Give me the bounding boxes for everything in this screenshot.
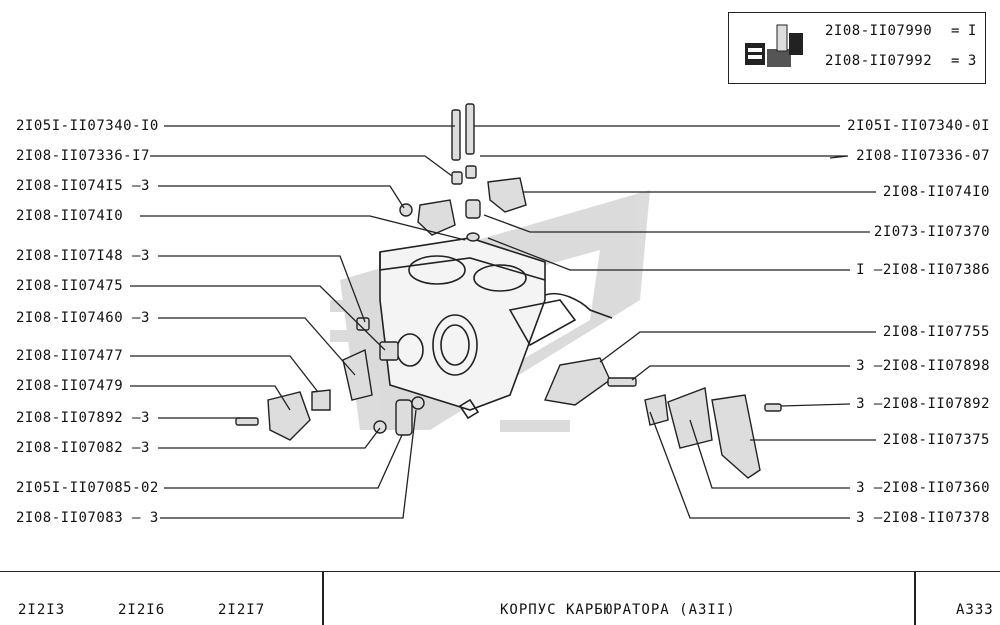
exploded-diagram [130, 103, 876, 519]
part-label-left: 2I08-II07460 —3 [16, 310, 150, 326]
part-label-right: 3 —2I08-II07360 [856, 480, 990, 496]
part-label-right: 2I08-II07755 [882, 324, 990, 340]
part-label-left: 2I08-II074I5 —3 [16, 178, 150, 194]
kit-code-2: 2I08-II07992 [825, 53, 933, 69]
kit-code-1: 2I08-II07990 [825, 23, 933, 39]
part-label-right: 2I08-II074I0 [882, 184, 990, 200]
model-code: 2I2I3 [18, 602, 66, 618]
part-label-left: 2I05I-II07085-02 [16, 480, 159, 496]
part-label-right: 2I073-II07370 [873, 224, 990, 240]
model-code: 2I2I6 [118, 602, 166, 618]
part-label-right: 3 —2I08-II07898 [856, 358, 990, 374]
small-parts [235, 103, 782, 479]
part-label-left: 2I08-II07479 [16, 378, 124, 394]
footer-divider [914, 572, 916, 625]
left-leader-lines [130, 125, 466, 519]
carburetor-body [379, 237, 613, 420]
kit-qty-2: = 3 [951, 53, 977, 69]
part-label-left: 2I08-II07083 — 3 [16, 510, 159, 526]
right-leader-lines [474, 125, 876, 519]
page-number: А333 [956, 602, 994, 618]
repair-kit-icon [745, 24, 803, 67]
part-label-left: 2I08-II074I0 [16, 208, 124, 224]
footer-divider [322, 572, 324, 625]
part-label-right: I —2I08-II07386 [856, 262, 990, 278]
part-label-left: 2I08-II07I48 —3 [16, 248, 150, 264]
part-label-left: 2I08-II07477 [16, 348, 124, 364]
model-code: 2I2I7 [218, 602, 266, 618]
title-block: 2I2I3 2I2I6 2I2I7 КОРПУС КАРБЮРАТОРА (АЗ… [0, 571, 1000, 625]
part-label-left: 2I08-II07892 —3 [16, 410, 150, 426]
part-label-right: 3 —2I08-II07892 [856, 396, 990, 412]
part-label-right: 2I05I-II07340-0I [847, 118, 990, 134]
part-label-right: 3 —2I08-II07378 [856, 510, 990, 526]
part-label-left: 2I08-II07475 [16, 278, 124, 294]
part-label-left: 2I08-II07082 —3 [16, 440, 150, 456]
kit-reference-box: 2I08-II07990 = I 2I08-II07992 = 3 [728, 12, 986, 84]
page-title: КОРПУС КАРБЮРАТОРА (АЗII) [500, 602, 736, 618]
part-label-right: 2I08-II07336-07 [856, 148, 990, 164]
part-label-left: 2I08-II07336-I7 [16, 148, 150, 164]
kit-qty-1: = I [951, 23, 977, 39]
part-label-left: 2I05I-II07340-I0 [16, 118, 159, 134]
part-label-right: 2I08-II07375 [882, 432, 990, 448]
